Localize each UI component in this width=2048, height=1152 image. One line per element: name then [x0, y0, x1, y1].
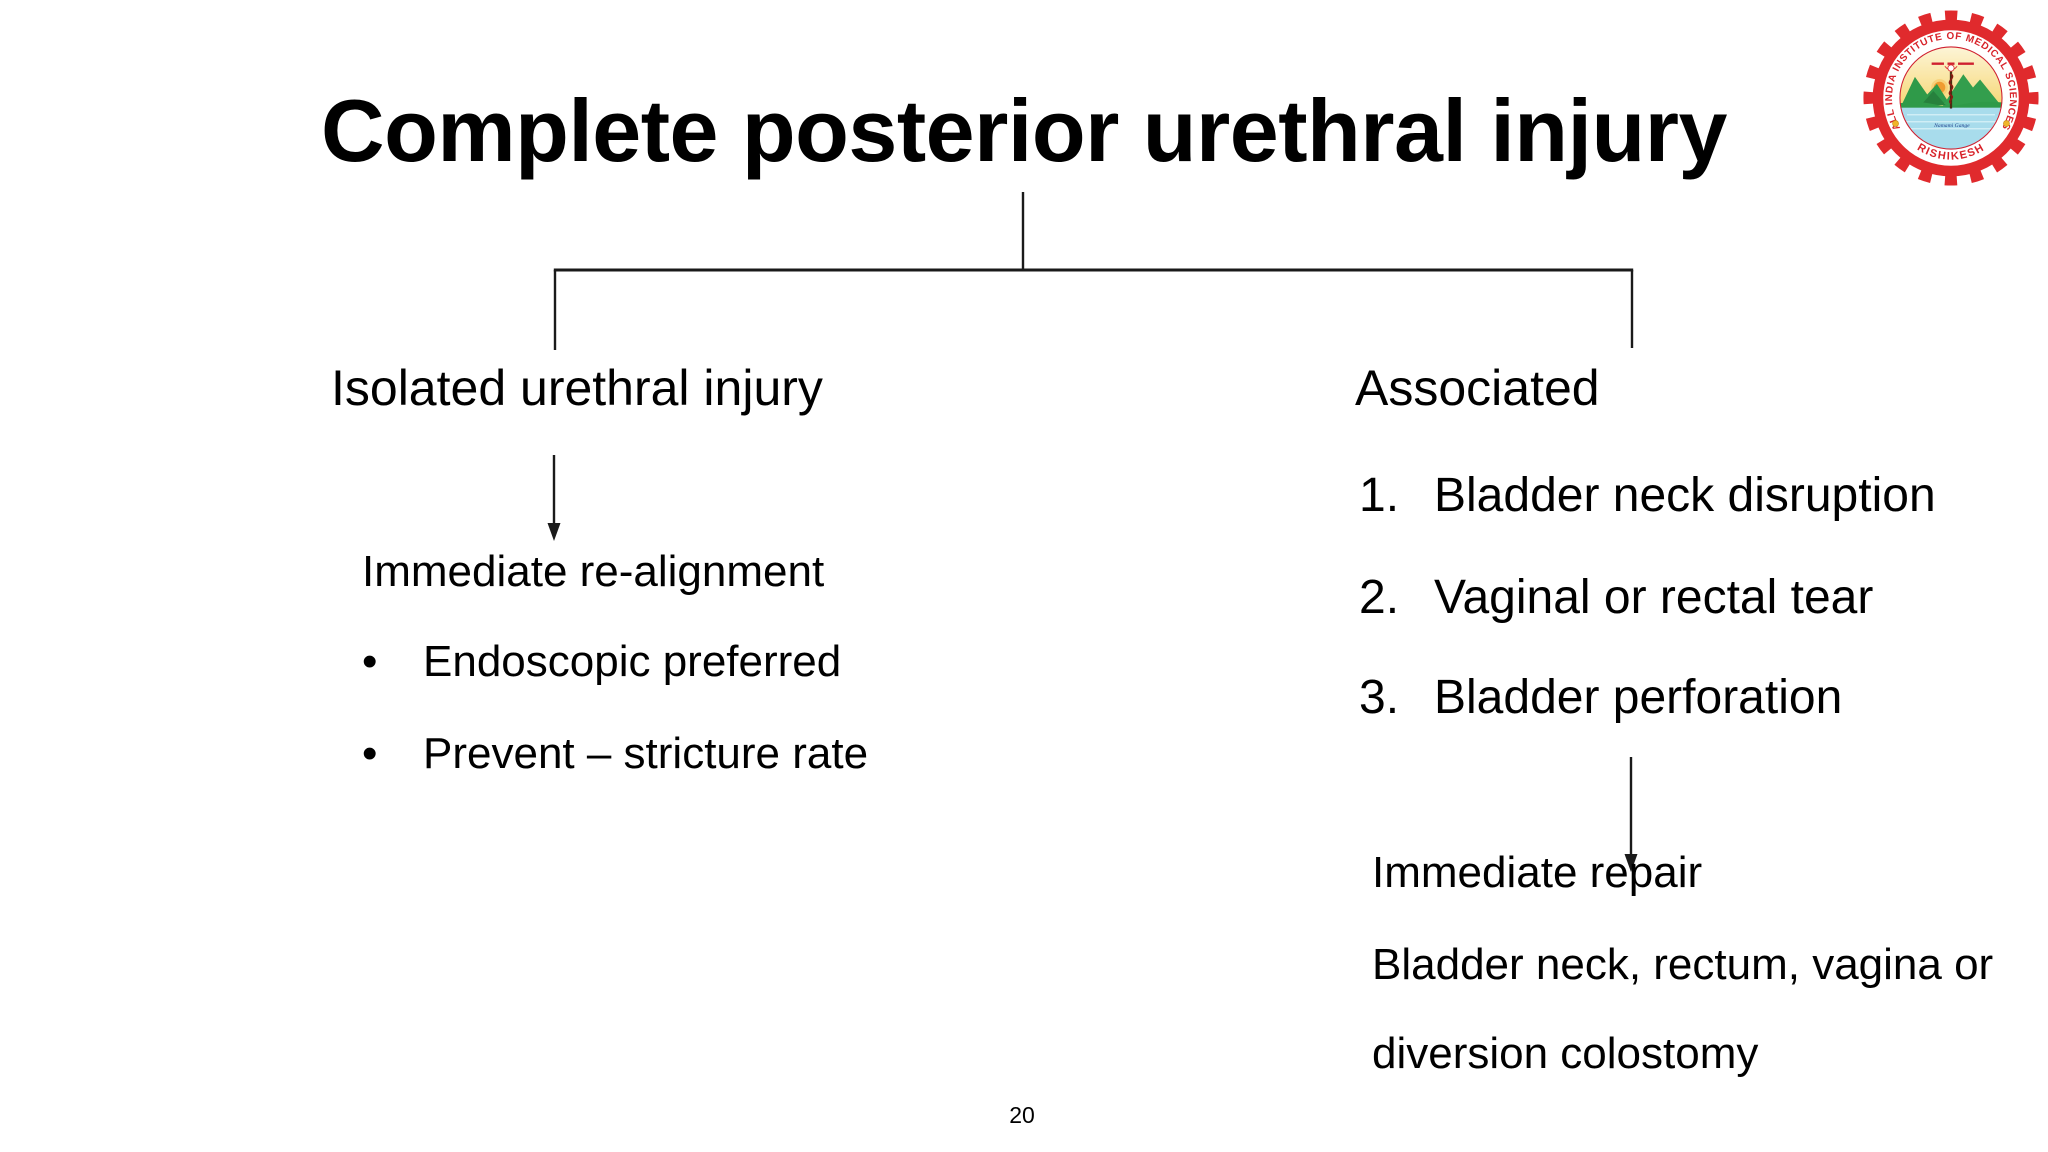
shoreline	[1899, 101, 2003, 110]
left-down-arrowhead-icon	[547, 523, 561, 541]
asclepius-snake-icon	[1948, 73, 1954, 104]
mountain-right	[1942, 74, 2003, 107]
slide-title: Complete posterior urethral injury	[321, 81, 1727, 180]
numbered-item-text: Vaginal or rectal tear	[1434, 571, 1874, 624]
water-waves	[1903, 114, 1999, 130]
gold-dot-left	[1892, 120, 1899, 127]
item-number: 3.	[1359, 671, 1400, 724]
bullet-glyph: •	[362, 729, 378, 778]
right-branch-outcome-line: Bladder neck, rectum, vagina or	[1372, 940, 1994, 989]
lotus-petals	[1944, 62, 1958, 70]
item-number: 2.	[1359, 571, 1400, 624]
numbered-item: 2. Vaginal or rectal tear	[1359, 574, 1873, 622]
bullet-item-text: Prevent – stricture rate	[423, 729, 869, 778]
gold-dot-right	[2003, 120, 2010, 127]
logo-gear-teeth-icon	[1863, 10, 2039, 186]
aiims-rishikesh-logo: Namami Gange ALL INDIA INSTITUTE OF MEDI…	[1863, 10, 2039, 186]
bullet-item: • Endoscopic preferred	[362, 640, 841, 684]
left-branch-outcome: Immediate re-alignment	[362, 547, 825, 596]
lotus-icon	[1947, 64, 1955, 72]
right-branch-outcome-line: diversion colostomy	[1372, 1029, 1759, 1078]
left-branch-header: Isolated urethral injury	[331, 360, 823, 416]
numbered-item: 3. Bladder perforation	[1359, 674, 1842, 722]
water-text: Namami Gange	[1933, 123, 1970, 129]
bullet-item-text: Endoscopic preferred	[423, 637, 842, 686]
bullet-item: • Prevent – stricture rate	[362, 732, 868, 776]
page-number: 20	[1009, 1102, 1035, 1128]
right-branch-outcome-line: Immediate repair	[1372, 848, 1703, 897]
bullet-glyph: •	[362, 637, 378, 686]
numbered-item-text: Bladder neck disruption	[1434, 469, 1936, 522]
right-down-arrowhead-icon	[1624, 854, 1638, 872]
mountain-mid	[1921, 90, 1946, 106]
right-branch-header: Associated	[1355, 360, 1600, 416]
emblem-rim	[1899, 46, 2003, 150]
numbered-item: 1. Bladder neck disruption	[1359, 472, 1936, 520]
item-number: 1.	[1359, 469, 1400, 522]
numbered-item-text: Bladder perforation	[1434, 671, 1843, 724]
